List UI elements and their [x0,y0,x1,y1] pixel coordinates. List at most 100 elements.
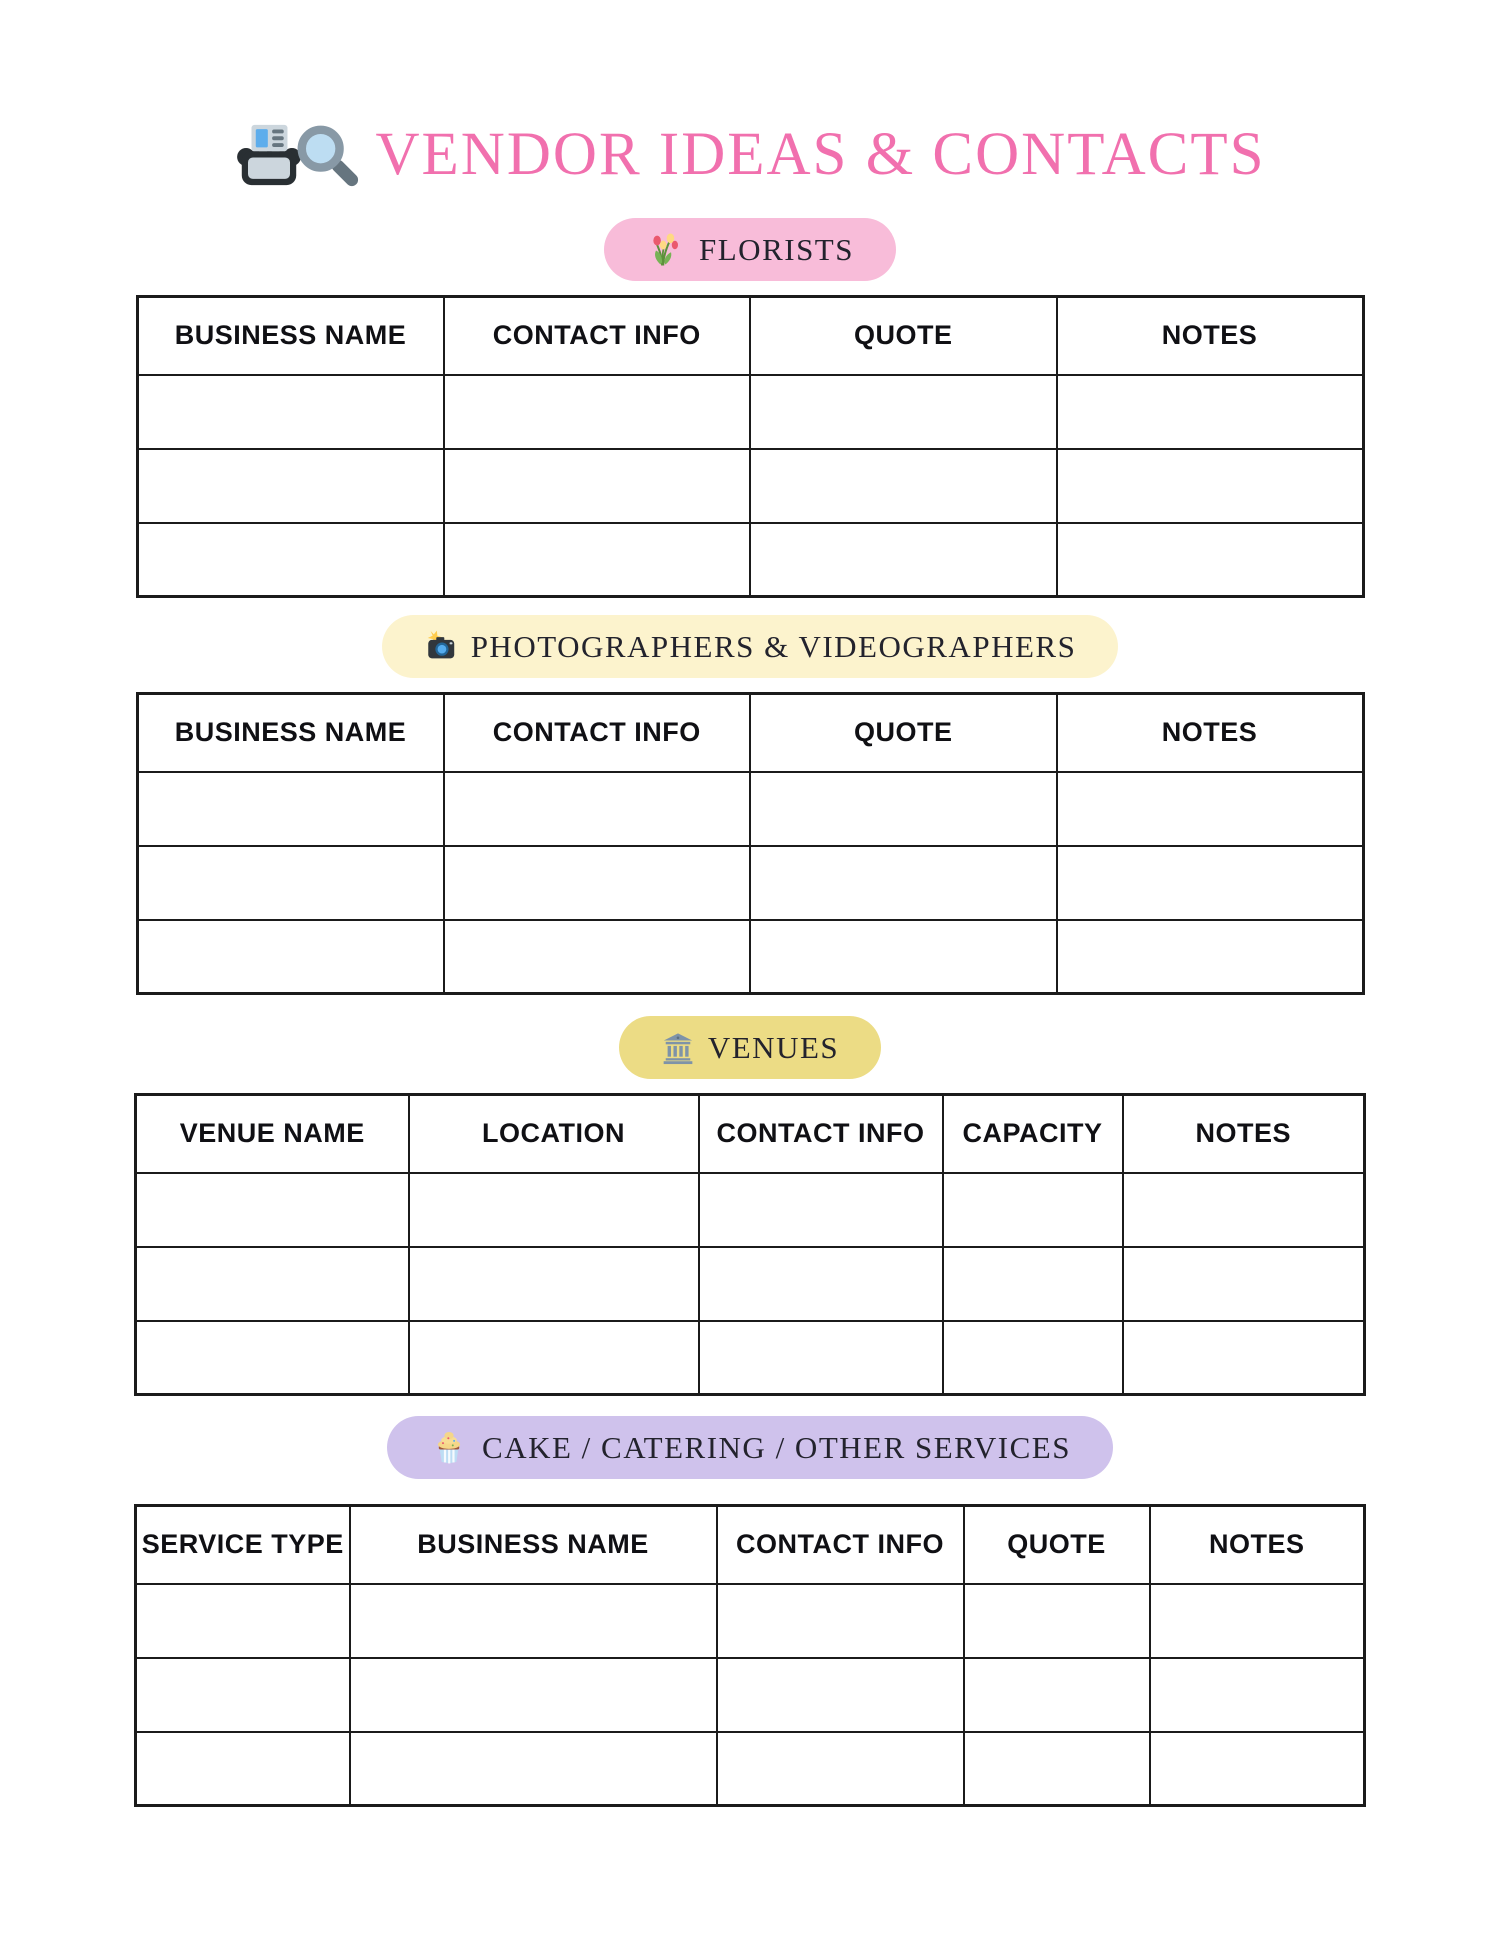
page-title: VENDOR IDEAS & CONTACTS [375,120,1266,188]
table-row [136,447,1364,524]
florists-table: BUSINESS NAME CONTACT INFO QUOTE NOTES [135,295,1365,598]
column-header-business-name: BUSINESS NAME [136,692,445,773]
table-cell [136,844,445,921]
venues-table: VENUE NAME LOCATION CONTACT INFO CAPACIT… [134,1093,1366,1396]
header-row: BUSINESS NAME CONTACT INFO QUOTE NOTES [136,692,1364,773]
cake-catering-table: SERVICE TYPE BUSINESS NAME CONTACT INFO … [134,1504,1366,1807]
table-cell [134,1656,351,1733]
table-cell [1055,373,1364,450]
table-cell [749,447,1058,524]
column-header-contact-info: CONTACT INFO [697,1093,944,1174]
section-venues: VENUES VENUE NAME LOCATION CONTACT INFO … [0,995,1500,1396]
table-cell [136,918,445,995]
table-cell [749,373,1058,450]
photographers-table: BUSINESS NAME CONTACT INFO QUOTE NOTES [135,692,1365,995]
column-header-location: LOCATION [407,1093,700,1174]
table-cell [136,373,445,450]
table-cell [134,1319,410,1396]
table-row [134,1245,1366,1322]
column-header-service-type: SERVICE TYPE [134,1504,351,1585]
table-row [136,844,1364,921]
table-row [136,373,1364,450]
fax-printer-icon [237,124,302,186]
section-cake-catering-other-services: CAKE / CATERING / OTHER SERVICES SERVICE… [0,1396,1500,1807]
table-cell [1148,1582,1366,1659]
table-cell [749,521,1058,598]
header-row: SERVICE TYPE BUSINESS NAME CONTACT INFO … [134,1504,1366,1585]
section-florists: FLORISTS BUSINESS NAME CONTACT INFO QUOT… [0,196,1500,598]
table-cell [962,1582,1151,1659]
title-icon-group [234,119,361,189]
bank-building-icon [663,1032,693,1064]
table-cell [348,1582,718,1659]
table-cell [697,1245,944,1322]
table-cell [136,770,445,847]
column-header-notes: NOTES [1055,295,1364,376]
table-cell [407,1171,700,1248]
table-cell [442,447,751,524]
photographers-badge: PHOTOGRAPHERS & VIDEOGRAPHERS [381,615,1119,678]
table-cell [134,1582,351,1659]
cupcake-icon [437,1431,461,1463]
table-cell [1121,1245,1366,1322]
table-cell [407,1245,700,1322]
camera-flash-icon [427,630,454,658]
table-cell [697,1171,944,1248]
table-cell [1121,1171,1366,1248]
table-cell [941,1245,1124,1322]
table-cell [442,373,751,450]
table-cell [442,918,751,995]
column-header-capacity: CAPACITY [941,1093,1124,1174]
table-row [134,1730,1366,1807]
table-row [134,1171,1366,1248]
table-cell [1055,844,1364,921]
venues-badge: VENUES [618,1016,882,1079]
table-cell [1055,521,1364,598]
table-cell [442,770,751,847]
table-row [136,918,1364,995]
table-cell [136,521,445,598]
column-header-notes: NOTES [1055,692,1364,773]
table-cell [749,770,1058,847]
column-header-contact-info: CONTACT INFO [442,692,751,773]
table-cell [715,1582,965,1659]
table-cell [749,918,1058,995]
column-header-contact-info: CONTACT INFO [442,295,751,376]
table-cell [1055,918,1364,995]
table-cell [136,447,445,524]
column-header-business-name: BUSINESS NAME [136,295,445,376]
table-row [134,1582,1366,1659]
table-row [136,521,1364,598]
table-cell [134,1171,410,1248]
column-header-notes: NOTES [1148,1504,1366,1585]
photographers-badge-label: PHOTOGRAPHERS & VIDEOGRAPHERS [470,628,1077,664]
florists-badge: FLORISTS [604,218,896,281]
table-cell [941,1319,1124,1396]
table-cell [1121,1319,1366,1396]
venues-badge-label: VENUES [707,1029,840,1065]
column-header-contact-info: CONTACT INFO [715,1504,965,1585]
table-cell [407,1319,700,1396]
table-cell [962,1730,1151,1807]
table-row [134,1319,1366,1396]
table-cell [348,1656,718,1733]
table-cell [1055,447,1364,524]
florists-badge-label: FLORISTS [699,231,854,267]
table-cell [442,844,751,921]
table-cell [941,1171,1124,1248]
header-row: VENUE NAME LOCATION CONTACT INFO CAPACIT… [134,1093,1366,1174]
header-row: BUSINESS NAME CONTACT INFO QUOTE NOTES [136,295,1364,376]
table-cell [442,521,751,598]
table-cell [749,844,1058,921]
cake-catering-badge: CAKE / CATERING / OTHER SERVICES [387,1416,1113,1479]
table-row [134,1656,1366,1733]
column-header-business-name: BUSINESS NAME [348,1504,718,1585]
table-cell [134,1730,351,1807]
column-header-quote: QUOTE [962,1504,1151,1585]
table-cell [962,1656,1151,1733]
column-header-quote: QUOTE [749,295,1058,376]
section-photographers-videographers: PHOTOGRAPHERS & VIDEOGRAPHERS BUSINESS N… [0,598,1500,995]
column-header-venue-name: VENUE NAME [134,1093,410,1174]
cake-catering-badge-label: CAKE / CATERING / OTHER SERVICES [482,1429,1071,1465]
